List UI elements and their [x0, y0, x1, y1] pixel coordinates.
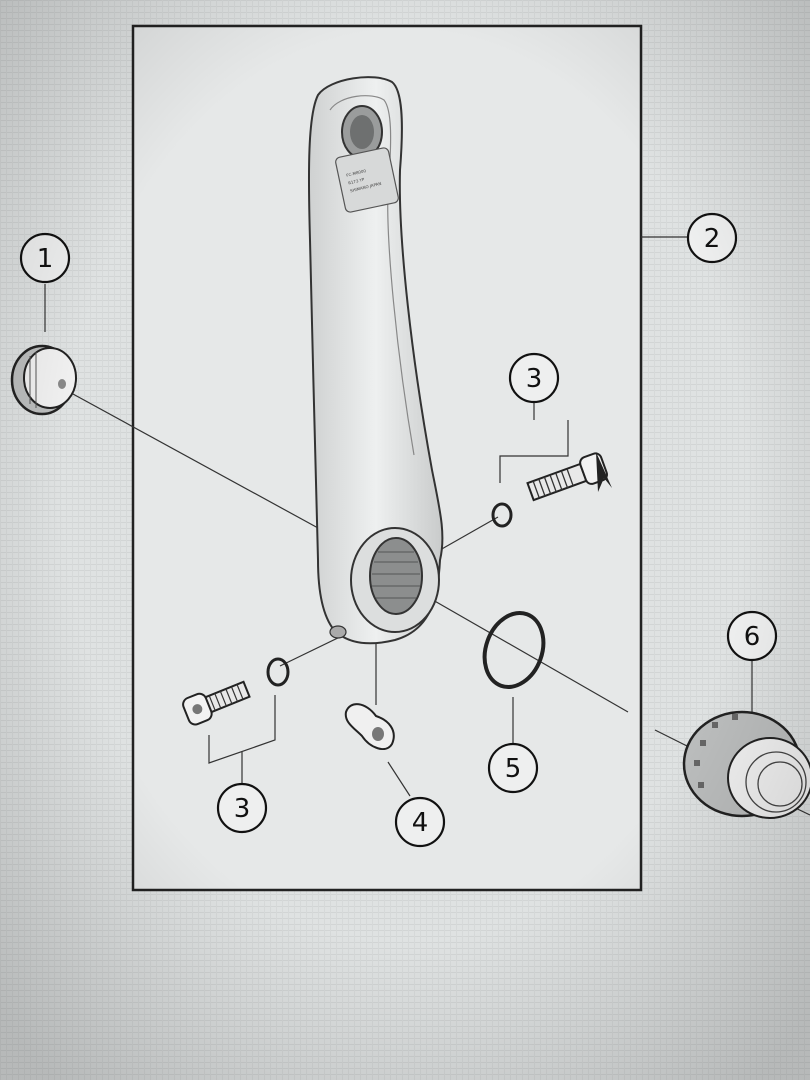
callout-2: 2	[686, 212, 738, 264]
callout-2-label: 2	[704, 224, 721, 254]
callout-3-lower-label: 3	[234, 794, 251, 824]
callout-3-lower: 3	[216, 782, 268, 834]
callout-1-label: 1	[37, 244, 54, 274]
callout-1: 1	[19, 232, 71, 284]
callout-3-upper: 3	[508, 352, 560, 404]
callout-6: 6	[726, 610, 778, 662]
callout-5: 5	[487, 742, 539, 794]
callout-4: 4	[394, 796, 446, 848]
callout-3-upper-label: 3	[526, 364, 543, 394]
spindle-bore	[369, 537, 423, 615]
callout-5-label: 5	[505, 754, 522, 784]
callout-4-label: 4	[412, 808, 429, 838]
callout-6-label: 6	[744, 622, 761, 652]
